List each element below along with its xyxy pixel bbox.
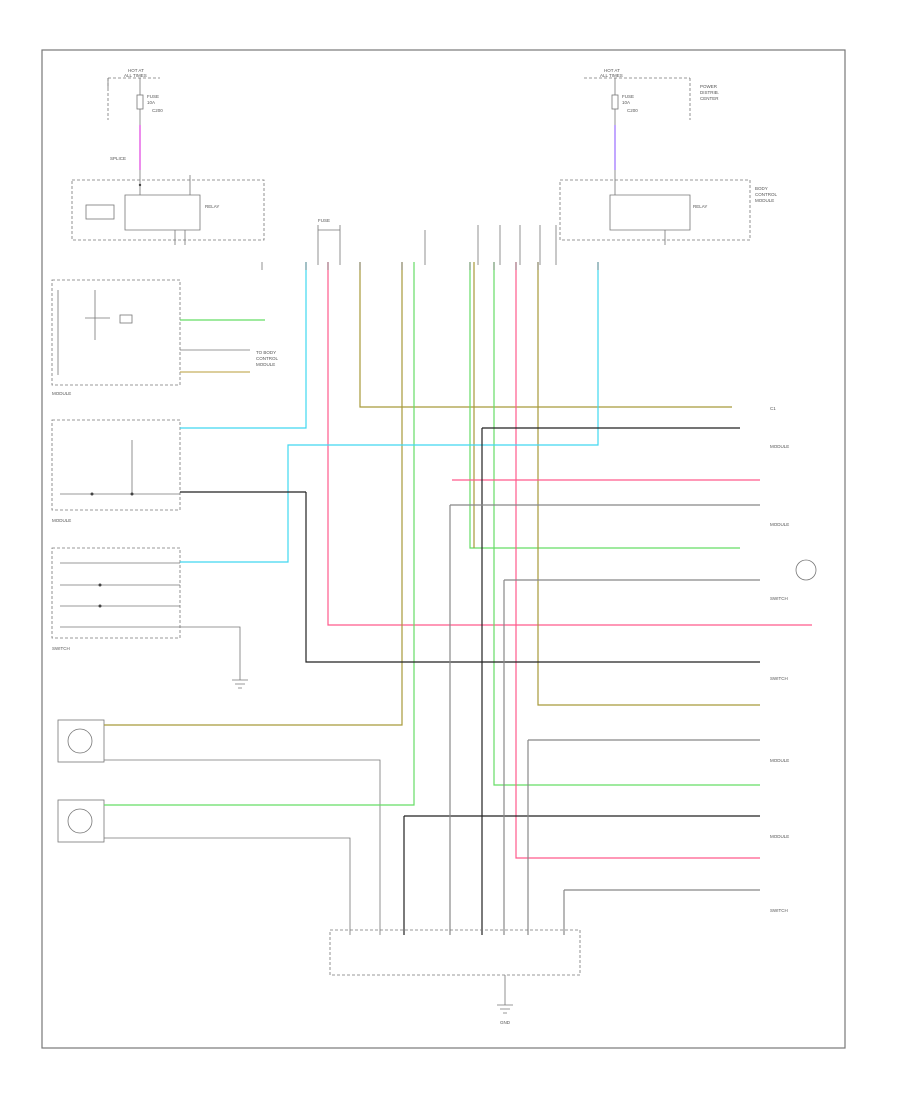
svg-text:SWITCH: SWITCH [770,596,788,601]
svg-text:10A: 10A [622,100,630,105]
svg-text:MODULE: MODULE [256,362,275,367]
svg-text:SPLICE: SPLICE [110,156,126,161]
svg-text:C200: C200 [152,108,163,113]
svg-text:RELAY: RELAY [693,204,707,209]
right-labels: C1 MODULE MODULE SWITCH SWITCH MODULE MO… [770,406,817,913]
svg-text:ALL TIMES: ALL TIMES [600,73,623,78]
svg-text:GND: GND [500,1020,511,1025]
module-left-lower: SWITCH [51,547,248,689]
lamp-upper [57,719,381,935]
svg-text:POWER: POWER [700,84,718,89]
svg-text:C200: C200 [627,108,638,113]
wire-grey-right [449,504,760,935]
relay-left: RELAY [71,170,265,245]
wire-black-long [305,492,760,663]
svg-text:MODULE: MODULE [52,518,71,523]
svg-text:DISTRIB.: DISTRIB. [700,90,719,95]
svg-text:FUSE: FUSE [622,94,634,99]
svg-text:CONTROL: CONTROL [256,356,278,361]
wire-pink-1 [327,262,812,626]
svg-text:CONTROL: CONTROL [755,192,777,197]
lamp-lower [57,799,351,935]
svg-text:CENTER: CENTER [700,96,719,101]
svg-text:SWITCH: SWITCH [52,646,70,651]
svg-text:BODY: BODY [755,186,768,191]
connector-ticks [261,262,599,270]
svg-text:HOT AT: HOT AT [128,68,144,73]
svg-text:SWITCH: SWITCH [770,676,788,681]
svg-text:FUSE: FUSE [318,218,330,223]
svg-text:TO BODY: TO BODY [256,350,276,355]
wire-grey-lower [503,579,760,935]
svg-text:ALL TIMES: ALL TIMES [124,73,147,78]
relay-right: RELAY BODY CONTROL MODULE [559,170,777,245]
wire-green-lamp [104,262,415,806]
fuse-feed-right: HOT AT ALL TIMES FUSE 10A C200 POWER DIS… [584,68,719,170]
module-left-upper: MODULE [51,279,181,396]
wire-olive-top [359,262,732,408]
svg-text:MODULE: MODULE [52,391,71,396]
wire-black-lower [403,815,760,935]
svg-text:C1: C1 [770,406,776,411]
wire-pink-2 [515,262,760,859]
svg-text:MODULE: MODULE [755,198,774,203]
wire-olive-green [104,262,403,726]
wire-olive-3 [537,262,760,706]
module-left-mid: MODULE [51,419,181,523]
wire-green-2 [469,262,740,549]
svg-text:RELAY: RELAY [205,204,219,209]
center-junction: FUSE [317,218,557,265]
fuse-feed-left: HOT AT ALL TIMES FUSE 10A C200 SPLICE [107,68,163,170]
svg-text:10A: 10A [147,100,155,105]
svg-text:MODULE: MODULE [770,834,789,839]
svg-text:MODULE: MODULE [770,758,789,763]
svg-text:HOT AT: HOT AT [604,68,620,73]
svg-text:SWITCH: SWITCH [770,908,788,913]
diagram-frame [41,49,846,1049]
svg-text:MODULE: MODULE [770,444,789,449]
wire-green-3 [493,262,760,786]
svg-text:FUSE: FUSE [147,94,159,99]
wire-black-top-right [481,427,740,935]
ground-block: GND [329,929,581,1025]
wire-lightblue-right [180,262,599,563]
svg-text:MODULE: MODULE [770,522,789,527]
wire-lightblue-main [180,262,307,429]
